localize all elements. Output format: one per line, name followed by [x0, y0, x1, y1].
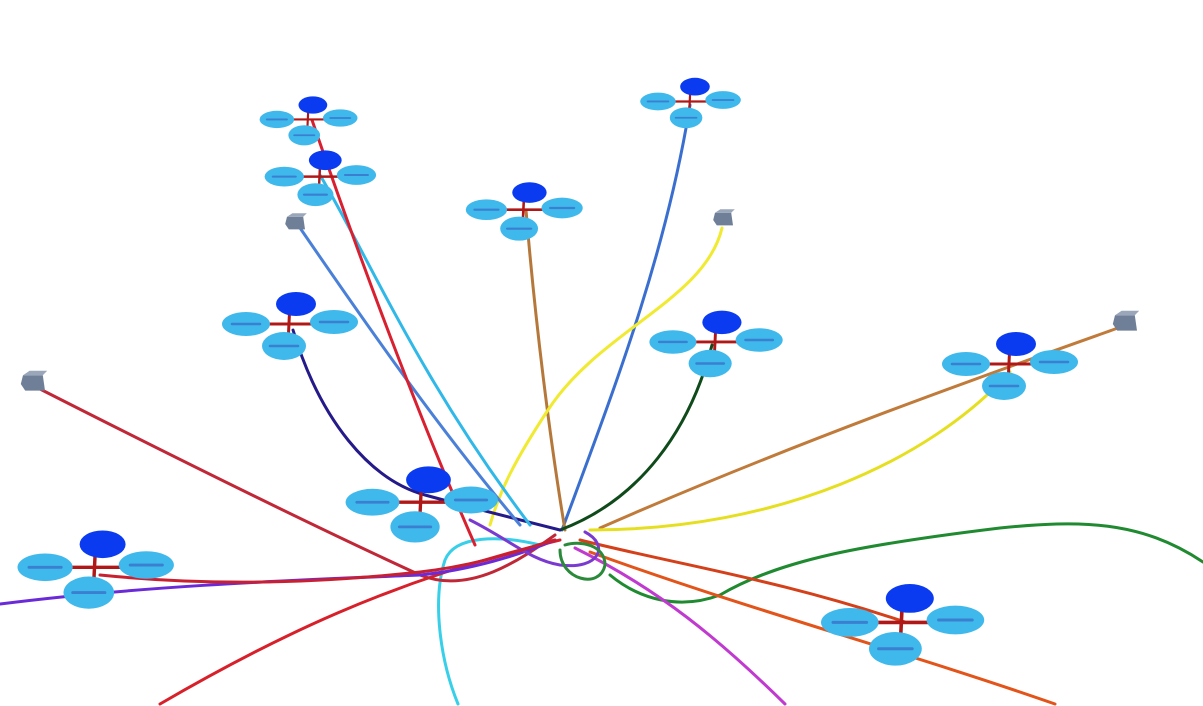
tether-green-knot: [558, 541, 607, 581]
tether-yellow-top: [488, 226, 724, 527]
tether-orange: [588, 550, 1057, 706]
drone-body: [996, 332, 1036, 356]
anchor-top: [287, 213, 307, 217]
drone-body: [680, 77, 710, 96]
anchor-2-flag-marker-icon: [713, 209, 735, 226]
tether-layer: [0, 103, 1203, 706]
anchor-block: [713, 212, 733, 226]
drone-7-quadcopter-icon: [942, 332, 1078, 400]
drone-body: [512, 182, 547, 203]
anchor-block: [285, 216, 305, 230]
tether-tan-right: [598, 326, 1120, 530]
drone-body: [406, 466, 451, 494]
anchor-top: [23, 370, 48, 376]
tether-green-wave: [608, 522, 1203, 604]
anchor-block: [1112, 315, 1137, 331]
anchor-top: [715, 209, 735, 213]
drone-1-quadcopter-icon: [259, 96, 358, 146]
tether-purple-knot: [468, 518, 601, 568]
tether-crimson-drone: [98, 538, 557, 584]
drone-9-quadcopter-icon: [17, 530, 174, 609]
drone-body: [79, 530, 126, 559]
drone-body: [298, 96, 328, 114]
tether-brown: [524, 208, 567, 532]
anchor-4-flag-marker-icon: [1112, 310, 1140, 331]
drone-body: [276, 292, 316, 316]
tether-skyblue: [318, 173, 532, 527]
tether-crimson-left: [36, 386, 557, 583]
anchor-layer: [20, 209, 1140, 391]
tether-cyan-bottom: [437, 537, 542, 706]
anchor-1-flag-marker-icon: [285, 213, 307, 230]
anchor-3-flag-marker-icon: [20, 370, 48, 391]
drone-body: [308, 150, 342, 171]
drone-8-quadcopter-icon: [345, 466, 498, 543]
drone-10-quadcopter-icon: [821, 584, 985, 666]
drone-5-quadcopter-icon: [222, 292, 358, 360]
tether-redorange: [578, 538, 907, 624]
drone-body: [702, 310, 742, 335]
tether-darkgreen: [558, 343, 714, 532]
drone-body: [885, 584, 934, 613]
tether-yellow-right: [588, 370, 1012, 532]
drone-layer: [17, 77, 1078, 666]
drone-6-quadcopter-icon: [649, 310, 783, 378]
drone-2-quadcopter-icon: [264, 150, 377, 207]
drone-3-quadcopter-icon: [640, 77, 741, 129]
anchor-block: [20, 375, 45, 391]
drone-4-quadcopter-icon: [465, 182, 583, 241]
anchor-top: [1115, 310, 1140, 316]
